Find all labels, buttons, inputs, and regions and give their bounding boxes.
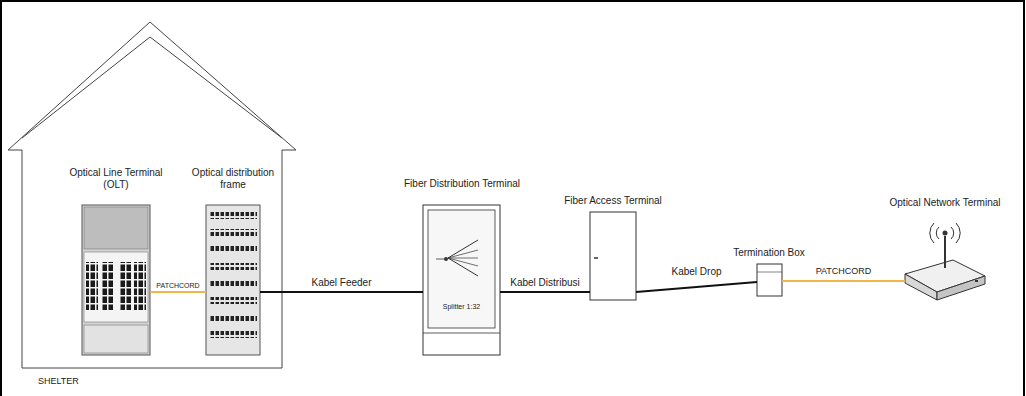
ont-router: [905, 223, 985, 300]
node-heading: Optical distribution frame: [183, 167, 283, 191]
node-heading: Termination Box: [714, 247, 824, 259]
cable-label: PATCHCORD: [156, 282, 199, 290]
ont-node: Optical Network Terminal: [905, 222, 985, 300]
node-caption: Splitter 1:32: [441, 303, 482, 311]
termination-box: [757, 264, 782, 296]
cable-line: [260, 291, 423, 293]
node-heading: Fiber Access Terminal: [548, 195, 678, 207]
cable-label: Kabel Feeder: [311, 277, 371, 288]
odf-node: Optical distribution frame: [206, 205, 260, 355]
shelter-outline: [8, 22, 296, 368]
cable-label: Kabel Drop: [671, 266, 721, 277]
cable-label: Kabel Distribusi: [510, 277, 579, 288]
fat-node: Fiber Access Terminal: [590, 212, 636, 300]
fat-box: [590, 212, 636, 300]
shelter-roof: [22, 37, 282, 138]
cable-line: [500, 291, 590, 293]
termination-node: Termination Box: [757, 264, 782, 296]
odf-rack: [206, 205, 260, 355]
fdt-cabinet: [423, 205, 500, 355]
node-heading: Optical Network Terminal: [870, 197, 1020, 209]
olt-rack: [82, 205, 150, 355]
node-heading: SHELTER: [38, 376, 108, 387]
node-heading: Optical Line Terminal (OLT): [66, 167, 166, 191]
shelter-box: SHELTEROptical Line Terminal (OLT)Optica…: [8, 20, 298, 368]
cable-line: [150, 291, 206, 293]
cable-label: PATCHCORD: [816, 267, 872, 277]
cable-line: [782, 280, 905, 282]
fdt-node: Fiber Distribution TerminalSplitter 1:32: [423, 205, 500, 355]
node-heading: Fiber Distribution Terminal: [387, 178, 537, 190]
olt-node: Optical Line Terminal (OLT): [82, 205, 150, 355]
cable-line: [636, 282, 757, 292]
